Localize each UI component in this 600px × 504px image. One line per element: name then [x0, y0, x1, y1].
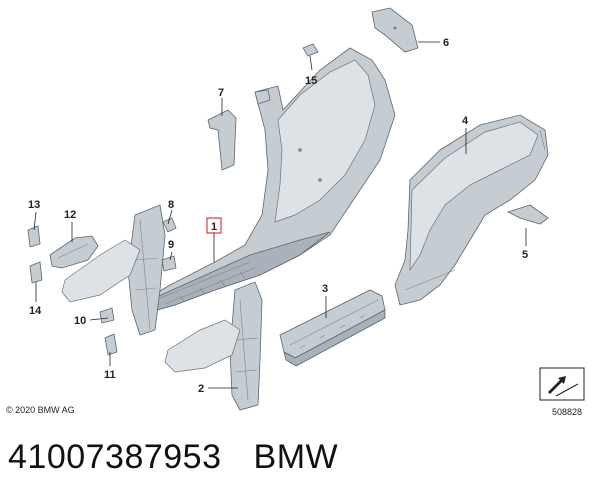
callout-15: 15	[305, 75, 317, 87]
callout-5: 5	[522, 249, 528, 261]
callout-1: 1	[211, 221, 217, 233]
part-10-a-pillar-lower	[61, 204, 166, 336]
part-12-bracket-assembly	[49, 235, 99, 269]
part-14-plate	[29, 261, 43, 284]
part-15-clip	[302, 43, 319, 57]
footer-caption: 41007387953 BMW	[8, 438, 338, 477]
callout-11: 11	[104, 369, 116, 381]
leader-lines	[33, 41, 527, 389]
callout-2: 2	[198, 383, 204, 395]
part-3-rocker-panel	[279, 289, 386, 367]
part-11-clip	[104, 333, 118, 356]
part-5-bracket	[506, 204, 549, 225]
part-1-side-frame	[144, 47, 396, 313]
callout-7: 7	[218, 87, 224, 99]
callout-10: 10	[74, 315, 86, 327]
callout-8: 8	[168, 199, 174, 211]
parts-diagram: 1 2 3 4 5 6 7 8 9 10 11 12 13 14 15	[27, 7, 585, 411]
callout-1-highlight	[206, 217, 222, 234]
callout-12: 12	[64, 209, 76, 221]
callout-9: 9	[168, 239, 174, 251]
callout-labels: 1 2 3 4 5 6 7 8 9 10 11 12 13 14 15	[28, 37, 528, 395]
callout-14: 14	[29, 305, 42, 317]
part-2-b-pillar-reinforcement	[164, 281, 263, 411]
copyright-text: © 2020 BMW AG	[6, 405, 75, 415]
diagram-reference-number: 508828	[551, 407, 582, 417]
part-number: 41007387953	[8, 438, 222, 476]
callout-13: 13	[28, 199, 40, 211]
part-9-clip	[161, 255, 177, 272]
part-7-strip	[207, 109, 237, 171]
part-6-upper-bracket	[371, 7, 419, 53]
brand-name: BMW	[253, 438, 339, 476]
callout-4: 4	[462, 115, 469, 127]
part-4-rear-side-panel	[394, 114, 549, 306]
callout-3: 3	[322, 283, 328, 295]
arrow-direction-icon	[539, 367, 585, 401]
part-10-bracket	[99, 307, 115, 324]
callout-6: 6	[443, 37, 449, 49]
